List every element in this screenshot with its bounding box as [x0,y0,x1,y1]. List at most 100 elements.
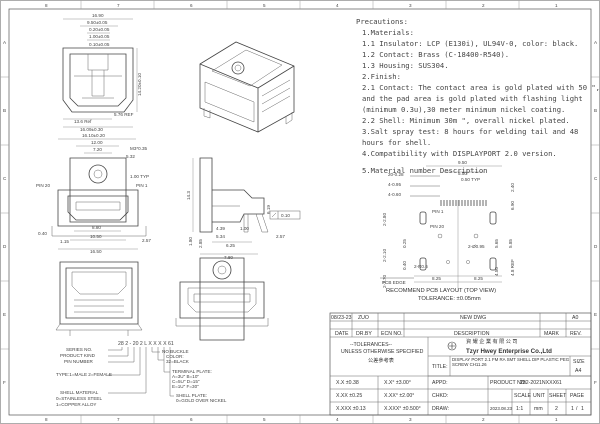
precautions-line-1: 1.Materials: [362,28,414,37]
chkd-label: CHKD: [432,393,448,399]
col-top-4: 4 [336,3,339,8]
col-top-8: 8 [45,3,48,8]
sheet-label: SHEET [549,393,567,399]
row-left-b: B [3,108,6,113]
product-no-label: PRODUCT NO: [490,380,526,386]
top-view: 16.90 9.50±0.05 0.20±0.05 1.00±0.05 0.10… [62,13,142,132]
col-top-6: 6 [190,3,193,8]
pcb-dim-9-50: 9.50 [458,160,467,165]
pcb-pin-20: PIN 20 [430,224,444,229]
pcb-dim-4-50: 4.50 [494,267,499,276]
product-no: 282-2021NXXX61 [520,380,562,386]
rev-header-date: DATE [335,331,349,337]
pn-shell-material: SHELL MATERIAL [60,390,99,395]
pcb-dim-2-280: 2-2.80 [382,213,387,226]
row-markers-left: A B C D E F [0,40,9,385]
part-number-breakdown: 28 2 - 20 2 L X X X X 61 SERIES NO. PROD… [56,341,227,407]
pn-color: COLOR: [166,354,184,359]
dim-1-00-side: 1.00 [240,226,249,231]
pcb-dim-20-028: 20-0.28 [388,172,404,177]
dim-2-57-side: 2.57 [276,234,285,239]
pcb-dim-5-50: 5.50 [458,171,467,176]
pn-copper: 1=COPPER ALLOY [56,402,96,407]
pn-black: 32=BLACK [166,359,190,364]
dim-12-00: 12.00 [91,140,103,145]
pcb-dim-4-060: 4-0.60 [388,192,401,197]
pcb-dim-6-90: 6.90 [510,201,515,210]
dim-9-50: 9.50±0.05 [87,20,108,25]
pcb-dim-5-65: 5.65 [494,239,499,248]
precautions-line-12: 4.Compatibility with DISPLAYPORT 2.0 ver… [362,149,557,158]
pn-terminal-plate: TERMINAL PLATE: [172,369,212,374]
pcb-dim-5-85: 5.85 [508,239,513,248]
row-right-f: F [594,380,597,385]
row-right-c: C [594,176,598,181]
svg-text:/: / [576,406,578,412]
precautions-line-5: 2.Finish: [362,72,401,81]
precautions-line-14: 5.Material number Description [362,166,488,175]
pcb-dim-0-25: 0.25 [402,239,407,248]
col-bottom-6: 6 [190,417,193,422]
tol-sub: UNLESS OTHERWISE SPECIFIED [341,349,424,355]
col-bottom-2: 2 [482,417,485,422]
precautions-line-8: (minimum 0.3u),30 meter minimum nickel c… [362,105,565,114]
dim-16-50: 16.50 [90,249,102,254]
tol-angle-x3: X.XXX° ±0.500° [384,406,421,412]
dim-6-19: 6.19 [266,205,271,214]
dim-2-85: 2.85 [198,239,203,248]
rev-drawn-by: ZUO [358,315,369,321]
precautions-line-4: 1.3 Housing: SUS304. [362,61,449,70]
pcb-dim-2-210: 2-2.10 [382,249,387,262]
tol-x3: X.XXX ±0.13 [336,406,366,412]
row-markers-right: A B C D E F [591,40,600,385]
dim-1-80: 1.80 [188,237,193,246]
pcb-dim-0-40: 0.40 [402,261,407,270]
unit-value: mm [534,406,543,412]
tol-x1: X.X ±0.38 [336,380,359,386]
draw-date: 2023.08.23 [490,406,513,411]
row-right-b: B [594,108,597,113]
col-bottom-3: 3 [409,417,412,422]
draw-label: DRAW: [432,406,449,412]
pcb-dim-2-095: 2-Ø0.95 [468,244,485,249]
row-right-d: D [594,244,598,249]
pcb-dim-8-25-right: 8.25 [474,276,483,281]
col-bottom-7: 7 [117,417,120,422]
dim-0-20: 0.20±0.05 [89,27,110,32]
pn-shell-plate: SHELL PLATE: [176,393,207,398]
col-top-5: 5 [263,3,266,8]
row-right-a: A [594,40,598,45]
rev-description: NEW DWG [460,315,486,321]
pn-type: TYPE:1=MALE 2=FEMALE [56,372,112,377]
pcb-edge: PCB EDGE [382,280,406,285]
title-label: TITLE: [432,364,448,370]
row-left-d: D [3,244,7,249]
tol-x2: X.XX ±0.25 [336,393,362,399]
pn-stainless: 0=STAINLESS STEEL [56,396,102,401]
label-m3-035: M3*0.35 [130,146,148,151]
pn-series-no: SERIES NO. [66,347,92,352]
dim-1-00: 1.00±0.05 [89,34,110,39]
row-right-e: E [594,312,597,317]
precautions-line-2: 1.1 Insulator: LCP (E130i), UL94V-0, col… [362,39,578,48]
dim-0-10: 0.10±0.05 [89,42,110,47]
col-bottom-8: 8 [45,417,48,422]
page-value: 1 [571,406,574,412]
dim-16-10: 16.10±0.20 [82,133,105,138]
dim-1-00-typ: 1.00 TYP [130,174,149,179]
unit-label: UNIT [533,393,546,399]
column-markers-top: 8 7 6 5 4 3 2 1 [45,0,558,9]
flatness-value: 0.10 [281,213,290,218]
col-top-3: 3 [409,3,412,8]
rev-header-rev: REV. [570,331,582,337]
dim-16-09: 16.09±0.30 [80,127,103,132]
col-top-2: 2 [482,3,485,8]
row-left-e: E [3,312,6,317]
col-top-7: 7 [117,3,120,8]
pcb-dim-2-370: 2-3.70 [382,275,387,288]
pn-product-kind: PRODUCT KIND [60,353,96,358]
tol-cn: 公差參考表 [368,356,395,364]
pcb-caption: RECOMMEND PCB LAYOUT (TOP VIEW) [386,288,496,294]
pcb-layout: 9.50 5.50 20-0.28 0.50 TYP 4-0.95 4-0.60… [380,160,515,302]
